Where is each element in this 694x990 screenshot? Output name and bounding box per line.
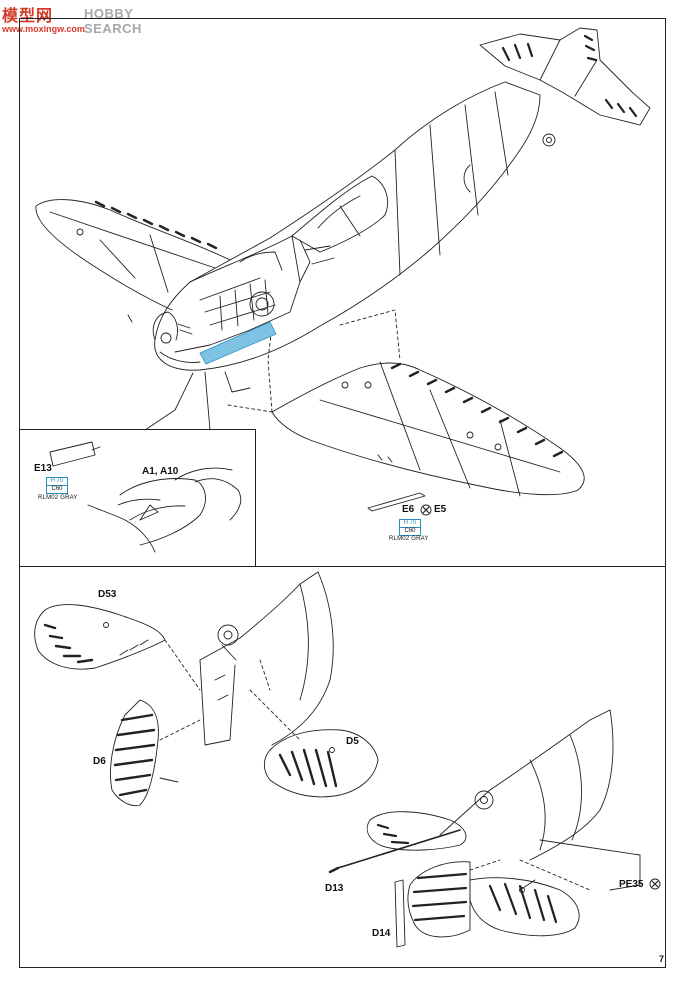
part-label-d14: D14 <box>372 928 391 939</box>
page-number: 7 <box>659 954 665 964</box>
watermark: 模型网 HOBBY SEARCH www.moxingw.com <box>2 2 162 38</box>
paint-code-inset: H 70 C60 <box>46 477 68 494</box>
part-label-e5: E5 <box>434 504 447 515</box>
tail-assembly-upper <box>34 571 379 807</box>
page-frame <box>19 18 666 968</box>
watermark-search: HOBBY SEARCH <box>84 6 142 36</box>
part-label-d6: D6 <box>93 756 106 767</box>
paint-name-wing: RLM02 GRAY <box>389 536 429 542</box>
section-divider <box>19 566 666 567</box>
part-label-d5: D5 <box>346 736 359 747</box>
watermark-url: www.moxingw.com <box>2 24 85 34</box>
paint-code-bottom: C60 <box>51 486 63 492</box>
paint-code-top: H 70 <box>47 478 67 486</box>
watermark-logo: 模型网 <box>2 8 54 25</box>
paint-code-wing: H 70 C60 <box>399 519 421 536</box>
part-label-e13: E13 <box>34 463 52 474</box>
paint-code-bottom: C60 <box>404 528 416 534</box>
part-label-d13: D13 <box>325 883 344 894</box>
part-label-a1-a10: A1, A10 <box>142 466 179 477</box>
aircraft-illustration <box>35 27 651 512</box>
tail-assembly-lower <box>328 709 641 948</box>
paint-code-top: H 70 <box>400 520 420 528</box>
part-label-pe35: PE35 <box>619 879 644 890</box>
paint-name-inset: RLM02 GRAY <box>38 495 78 501</box>
part-label-d53: D53 <box>98 589 117 600</box>
detail-inset <box>19 429 256 566</box>
inset-drawing <box>49 441 242 553</box>
part-label-e6: E6 <box>402 504 415 515</box>
